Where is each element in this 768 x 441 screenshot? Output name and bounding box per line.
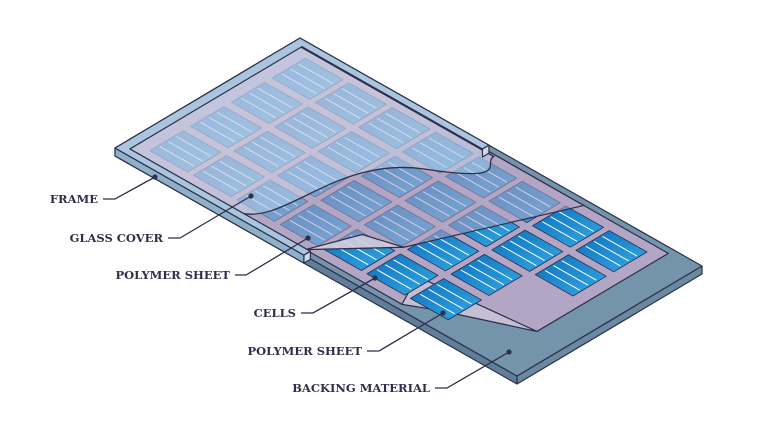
- label-cells-text: CELLS: [254, 306, 296, 320]
- leader-line: [168, 195, 252, 239]
- label-backing-material-text: BACKING MATERIAL: [292, 381, 430, 395]
- label-polymer-sheet-bottom-text: POLYMER SHEET: [247, 344, 362, 358]
- solar-cell: [575, 230, 648, 273]
- label-polymer-sheet-bottom: POLYMER SHEET: [247, 310, 446, 358]
- leader-line: [103, 176, 156, 200]
- cell-stripe: [469, 264, 505, 286]
- leader-line: [301, 277, 376, 314]
- solar-cell: [450, 253, 523, 296]
- cell-stripe: [585, 245, 621, 267]
- polymer-sheet-top-peel: [304, 233, 405, 251]
- solar-cell: [532, 205, 604, 248]
- cell-stripe: [518, 235, 554, 257]
- cell-stripe: [501, 245, 537, 266]
- cell-stripe: [460, 269, 496, 291]
- label-glass-cover-text: GLASS COVER: [70, 231, 164, 245]
- label-polymer-sheet-top-text: POLYMER SHEET: [115, 268, 230, 282]
- frame-end-cap: [481, 144, 490, 158]
- cell-stripe: [558, 211, 594, 232]
- cell-stripe: [384, 264, 421, 285]
- leader-line: [435, 351, 510, 389]
- leader-dot: [152, 174, 158, 180]
- solar-cell: [409, 278, 482, 321]
- leader-line: [235, 237, 309, 276]
- cell-stripe: [477, 259, 513, 281]
- leader-dot: [440, 310, 446, 316]
- solar-cell: [366, 253, 439, 296]
- cell-stripe: [376, 269, 412, 290]
- cell-stripe: [509, 240, 545, 261]
- cell-stripe: [553, 265, 589, 286]
- leader-line: [367, 312, 444, 352]
- cell-stripe: [550, 216, 586, 237]
- leader-dot: [248, 193, 254, 199]
- frame-layer: [114, 37, 490, 264]
- glass-cover: [127, 46, 495, 215]
- leader-dot: [506, 349, 512, 355]
- cell-stripe: [542, 221, 578, 242]
- cell-stripe: [393, 259, 429, 280]
- cell-stripe: [417, 245, 453, 266]
- cell-stripe: [602, 235, 638, 257]
- label-frame-text: FRAME: [50, 192, 98, 206]
- cell-stripe: [544, 270, 580, 291]
- cell-stripe: [593, 240, 629, 262]
- solar-cell: [491, 229, 564, 272]
- label-glass-cover: GLASS COVER: [70, 193, 254, 245]
- label-backing-material: BACKING MATERIAL: [292, 349, 512, 395]
- cell-stripe: [436, 283, 472, 305]
- leader-dot: [305, 235, 311, 241]
- cell-stripe: [420, 293, 456, 315]
- cell-stripe: [561, 260, 597, 281]
- label-polymer-sheet-top: POLYMER SHEET: [115, 235, 311, 282]
- frame-end-cap: [303, 250, 312, 264]
- cell-stripe: [428, 288, 464, 310]
- label-cells: CELLS: [254, 275, 378, 320]
- leader-dot: [372, 275, 378, 281]
- label-frame: FRAME: [50, 174, 158, 206]
- cell-stripe: [425, 240, 461, 261]
- solar-cell: [534, 254, 607, 297]
- glass-cover-layer: [127, 46, 495, 215]
